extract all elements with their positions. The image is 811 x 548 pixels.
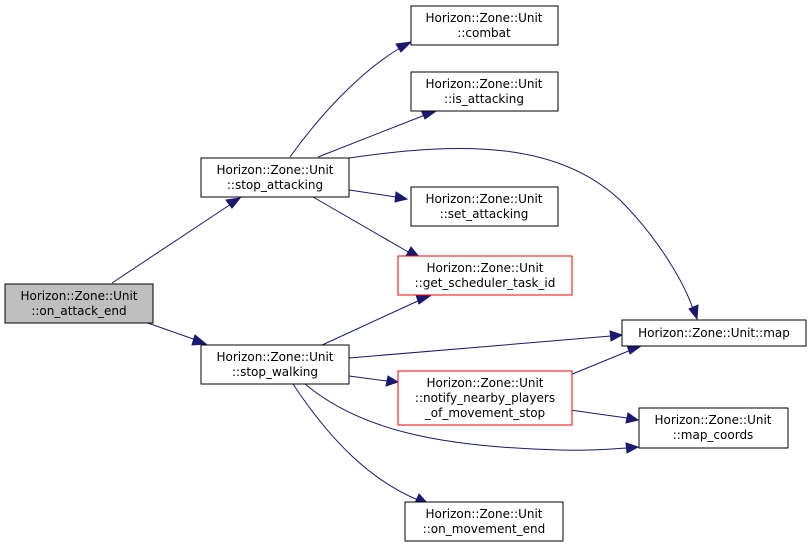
edge-stop-attacking-to-get-scheduler-task-id	[312, 196, 422, 259]
node-map-line-1: Horizon::Zone::Unit::map	[638, 326, 790, 340]
edge-stop-walking-to-get-scheduler-task-id	[319, 294, 432, 347]
node-map-coords[interactable]: Horizon::Zone::Unit ::map_coords	[638, 407, 789, 449]
node-stop-attacking[interactable]: Horizon::Zone::Unit ::stop_attacking	[200, 157, 350, 198]
node-map[interactable]: Horizon::Zone::Unit::map	[621, 319, 807, 347]
edge-notify-nearby-players-to-map	[569, 344, 643, 376]
node-map-coords-line-2: ::map_coords	[673, 428, 754, 442]
edge-stop-attacking-to-map	[348, 147, 699, 321]
node-on-movement-end-line-1: Horizon::Zone::Unit	[425, 507, 542, 521]
node-set-attacking-line-1: Horizon::Zone::Unit	[425, 192, 542, 206]
edge-stop-attacking-to-combat	[289, 41, 413, 158]
node-combat[interactable]: Horizon::Zone::Unit ::combat	[410, 5, 559, 46]
node-stop-walking-line-2: ::stop_walking	[232, 365, 318, 379]
edge-stop-attacking-to-set-attacking	[348, 189, 409, 203]
node-stop-attacking-line-2: ::stop_attacking	[227, 178, 323, 192]
node-notify-nearby-players[interactable]: Horizon::Zone::Unit ::notify_nearby_play…	[397, 370, 573, 426]
edge-stop-walking-to-notify-nearby-players	[348, 375, 400, 387]
node-notify-nearby-players-line-3: _of_movement_stop	[424, 406, 545, 420]
node-set-attacking[interactable]: Horizon::Zone::Unit ::set_attacking	[410, 186, 559, 227]
node-is-attacking-line-2: ::is_attacking	[444, 92, 524, 106]
edge-on-attack-end-to-stop-attacking	[111, 197, 242, 284]
node-combat-line-1: Horizon::Zone::Unit	[425, 11, 542, 25]
edge-notify-nearby-players-to-map-coords	[569, 409, 640, 424]
node-on-attack-end-line-1: Horizon::Zone::Unit	[20, 289, 137, 303]
node-is-attacking[interactable]: Horizon::Zone::Unit ::is_attacking	[410, 71, 559, 112]
node-get-scheduler-task-id-line-1: Horizon::Zone::Unit	[426, 261, 543, 275]
node-notify-nearby-players-line-2: ::notify_nearby_players	[415, 391, 555, 405]
node-on-movement-end-line-2: ::on_movement_end	[423, 522, 546, 536]
node-map-coords-line-1: Horizon::Zone::Unit	[654, 413, 771, 427]
node-get-scheduler-task-id[interactable]: Horizon::Zone::Unit ::get_scheduler_task…	[397, 255, 573, 296]
node-stop-walking-line-1: Horizon::Zone::Unit	[216, 350, 333, 364]
node-notify-nearby-players-line-1: Horizon::Zone::Unit	[426, 376, 543, 390]
node-is-attacking-line-1: Horizon::Zone::Unit	[425, 77, 542, 91]
node-stop-attacking-line-1: Horizon::Zone::Unit	[216, 163, 333, 177]
edge-on-attack-end-to-stop-walking	[144, 321, 208, 346]
node-stop-walking[interactable]: Horizon::Zone::Unit ::stop_walking	[200, 344, 350, 385]
node-on-movement-end[interactable]: Horizon::Zone::Unit ::on_movement_end	[404, 501, 564, 542]
edge-stop-walking-to-map-coords	[304, 383, 640, 454]
node-on-attack-end-line-2: ::on_attack_end	[31, 304, 126, 318]
edge-stop-walking-to-map	[348, 330, 624, 359]
node-combat-line-2: ::combat	[457, 26, 511, 40]
node-set-attacking-line-2: ::set_attacking	[440, 207, 529, 221]
node-on-attack-end[interactable]: Horizon::Zone::Unit ::on_attack_end	[4, 283, 154, 324]
node-get-scheduler-task-id-line-2: ::get_scheduler_task_id	[415, 276, 556, 290]
